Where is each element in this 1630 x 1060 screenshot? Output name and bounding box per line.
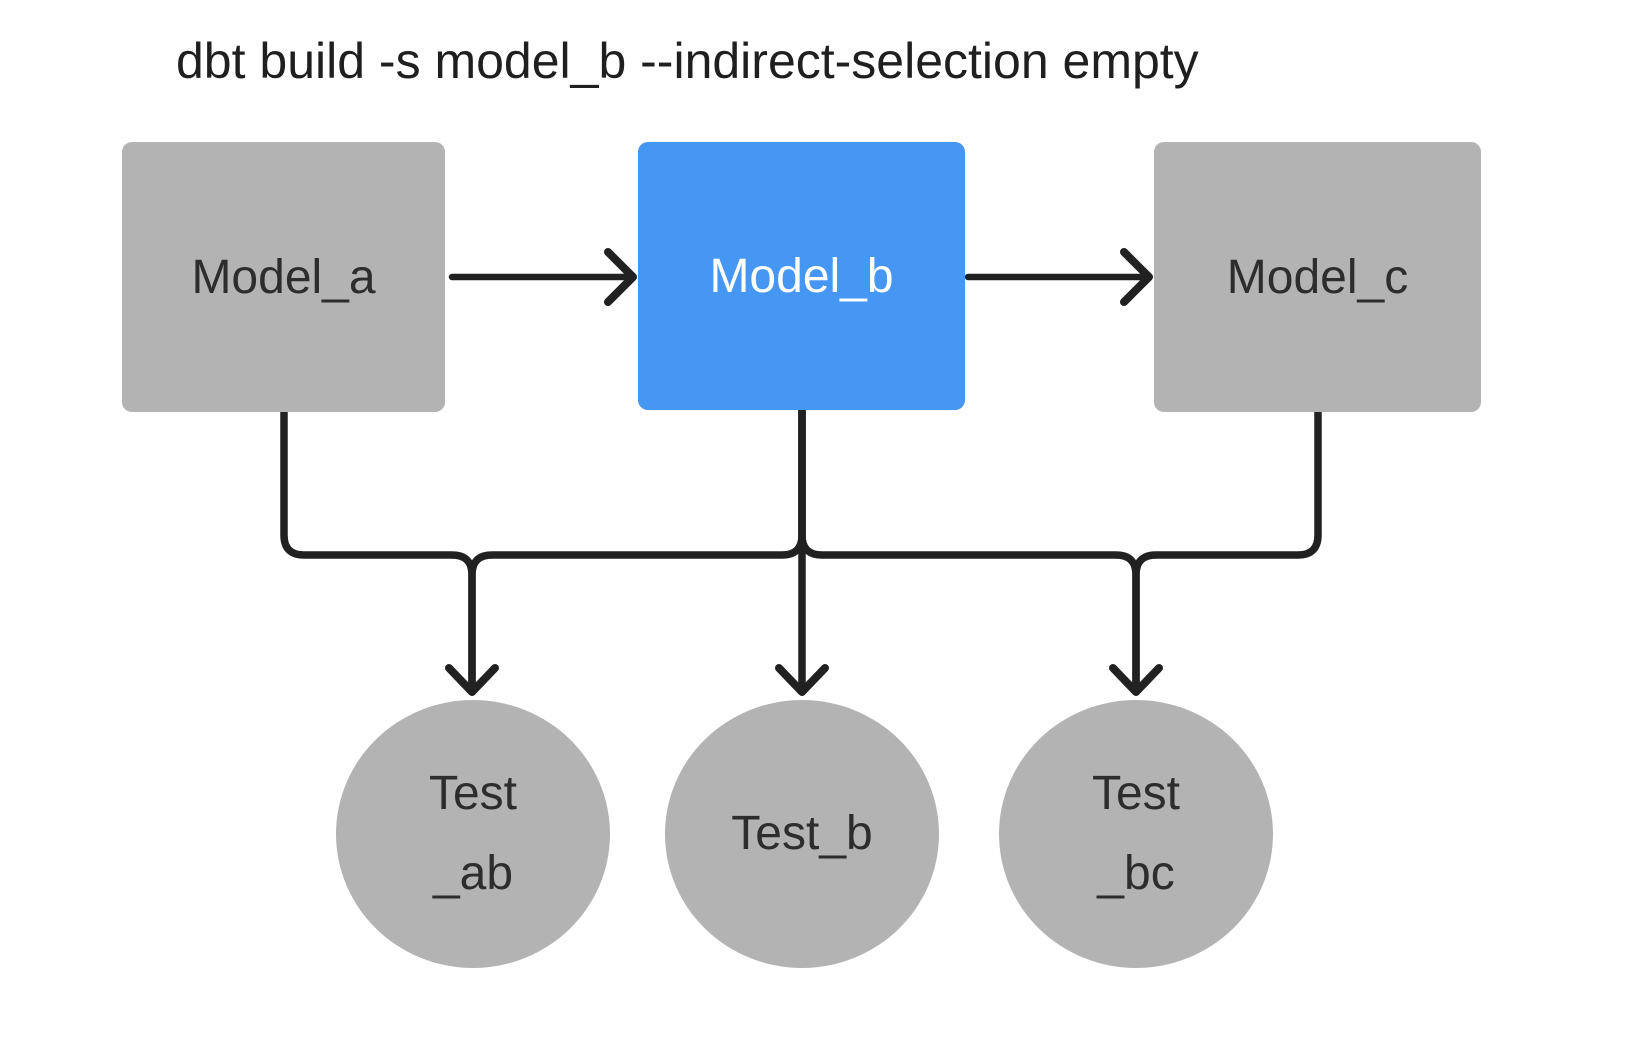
node-model-b-selected: Model_b (638, 142, 965, 410)
edge-model-b-to-test-ab (468, 400, 806, 694)
arrowhead-model-b-icon (604, 248, 637, 306)
node-test-bc-label-line-1: Test (1091, 767, 1181, 820)
node-test-b: Test_b (665, 700, 939, 968)
node-model-c-label: Model_c (1226, 250, 1409, 304)
edge-group (280, 248, 1322, 696)
edge-model-a-to-test-ab (280, 400, 476, 694)
node-test-bc-label-line-2: _bc (1097, 847, 1175, 900)
node-test-bc: Test _bc (999, 700, 1273, 968)
arrowhead-model-c-icon (1120, 248, 1153, 306)
arrowhead-test-bc-icon (1109, 664, 1163, 696)
edge-model-c-to-test-bc (1132, 400, 1322, 694)
node-model-c: Model_c (1154, 142, 1481, 412)
node-test-ab: Test _ab (336, 700, 610, 968)
edge-model-b-to-test-bc (798, 400, 1140, 694)
node-model-a: Model_a (122, 142, 445, 412)
arrowhead-test-ab-icon (445, 664, 499, 696)
command-title: dbt build -s model_b --indirect-selectio… (176, 33, 1199, 89)
node-test-ab-label-line-1: Test (428, 767, 518, 820)
node-test-b-label: Test_b (731, 807, 873, 860)
node-model-a-label: Model_a (191, 250, 376, 304)
node-test-ab-label-line-2: _ab (432, 847, 514, 900)
node-model-b-label: Model_b (709, 249, 894, 303)
arrowhead-test-b-icon (775, 664, 829, 696)
